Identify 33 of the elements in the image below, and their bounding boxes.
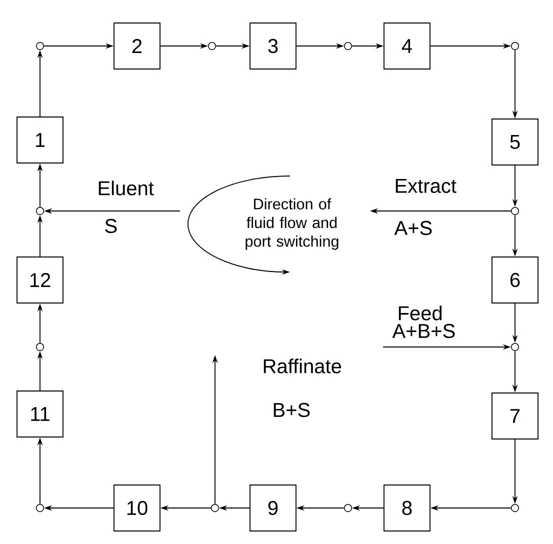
junction-circle <box>344 42 352 50</box>
stream-label: Raffinate <box>264 358 342 374</box>
junction-circle <box>36 342 44 352</box>
column-box: 2 <box>114 22 160 70</box>
junction-circle <box>36 504 44 512</box>
column-box: 9 <box>250 484 296 532</box>
stream-label: Extract <box>396 179 456 193</box>
column-box: 11 <box>16 390 64 438</box>
junction-circle <box>510 342 520 352</box>
direction-text: Direction of fluid flow and port switching <box>246 198 338 250</box>
stream-label: S <box>105 218 117 234</box>
junction-circle <box>210 504 220 512</box>
stream-label: Feed <box>398 306 442 320</box>
stream-label: A+B+S <box>392 324 455 338</box>
junction-circle <box>36 206 44 216</box>
junction-circle <box>510 42 520 50</box>
column-box: 4 <box>384 22 430 70</box>
column-box: 3 <box>250 22 296 70</box>
column-box: 7 <box>492 392 538 440</box>
column-box: 8 <box>384 484 430 532</box>
stream-label: A+S <box>394 220 432 236</box>
column-box: 6 <box>492 256 538 304</box>
column-box: 12 <box>16 256 64 304</box>
stream-label: B+S <box>274 402 310 418</box>
junction-circle <box>208 42 216 50</box>
junction-circle <box>36 42 44 50</box>
stream-label: Eluent <box>98 180 154 196</box>
column-box: 5 <box>492 118 538 166</box>
column-box: 10 <box>114 484 160 532</box>
junction-circle <box>344 504 352 512</box>
junction-circle <box>510 206 520 216</box>
junction-circle <box>510 504 520 512</box>
column-box: 1 <box>16 116 64 164</box>
